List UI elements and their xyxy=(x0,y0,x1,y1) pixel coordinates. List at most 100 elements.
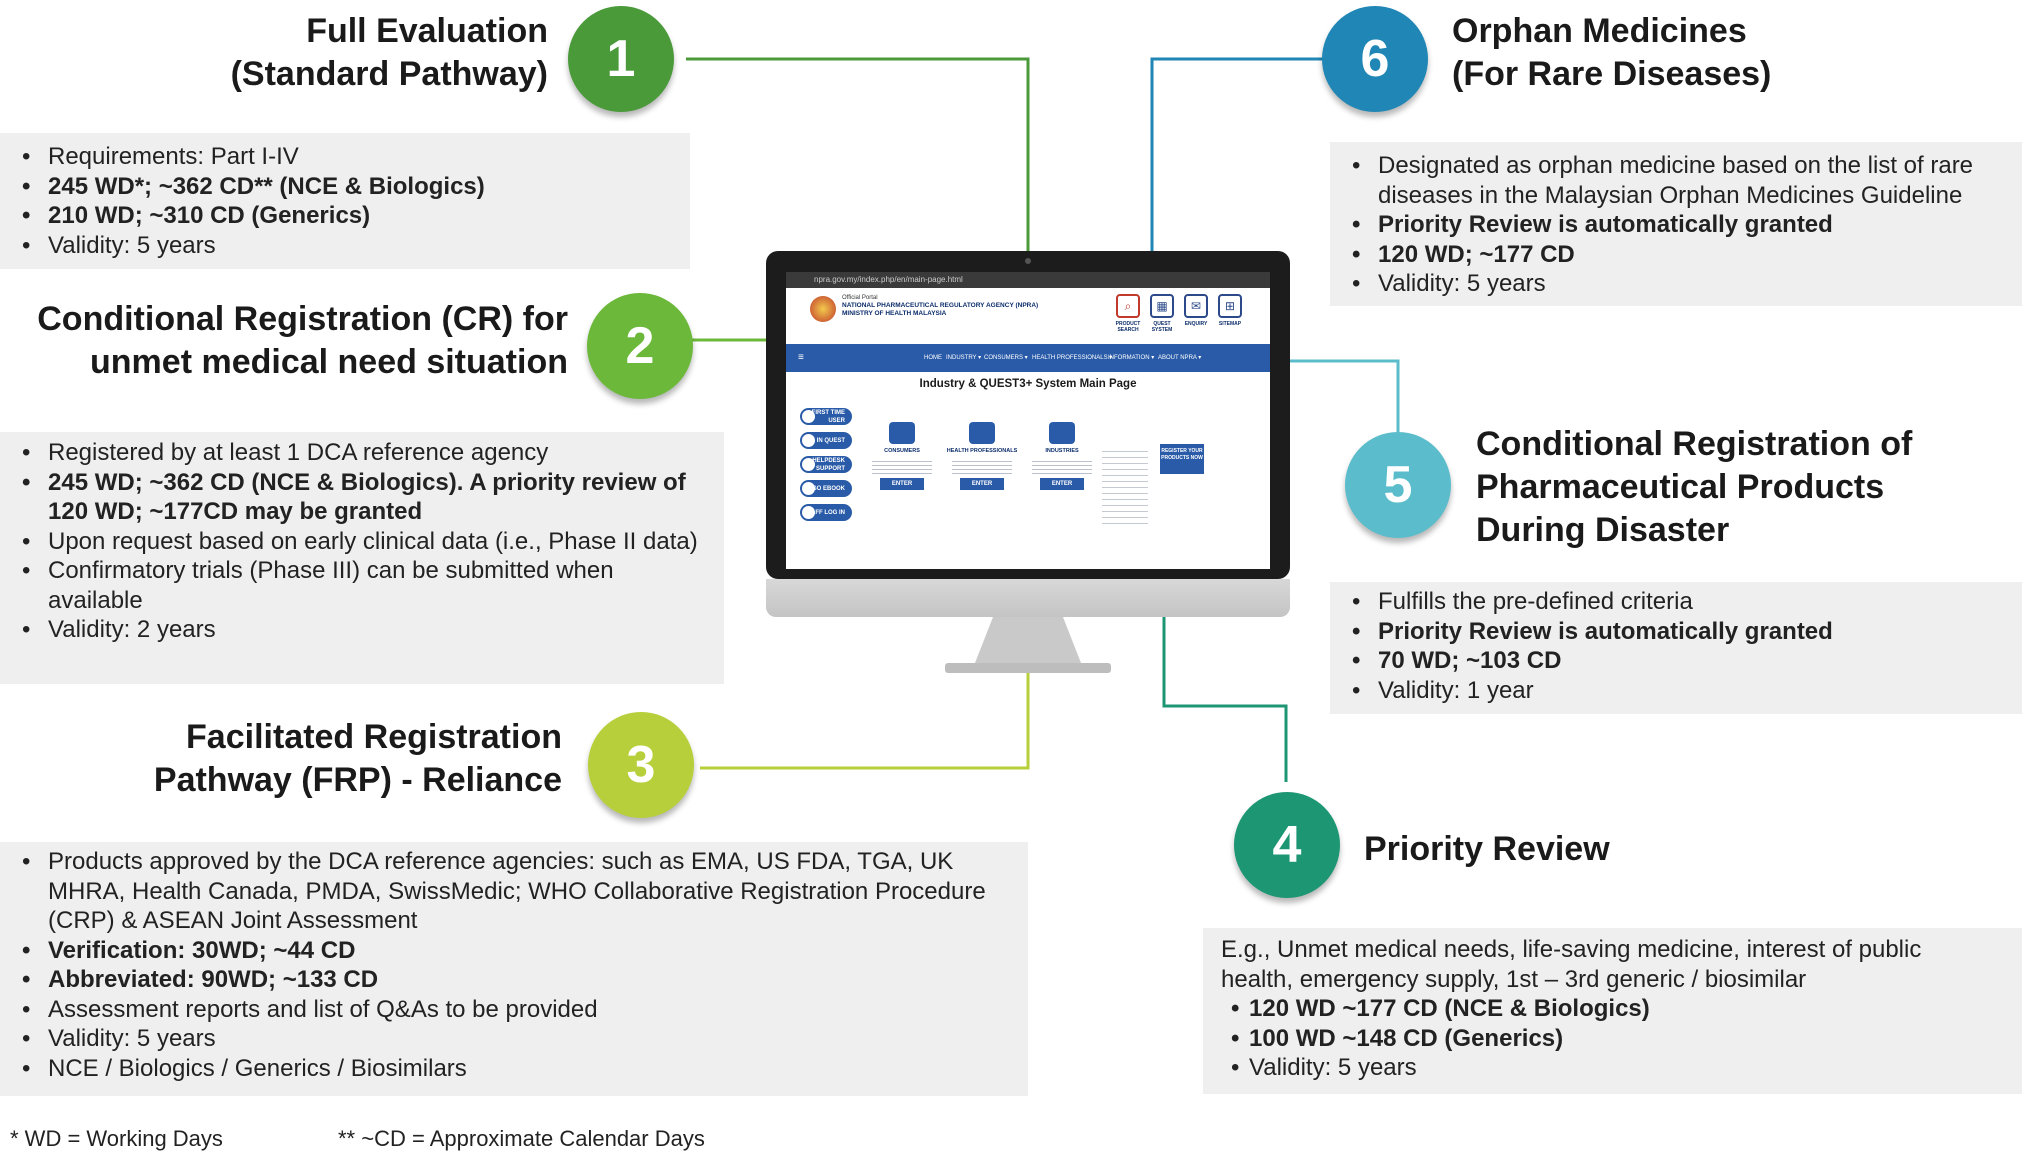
browser-url-bar: npra.gov.my/index.php/en/main-page.html xyxy=(786,272,1270,288)
industries-enter-button[interactable]: ENTER xyxy=(1040,478,1084,490)
pathway-1-item: 210 WD; ~310 CD (Generics) xyxy=(10,201,690,231)
pathway-4-item: 120 WD ~177 CD (NCE & Biologics) xyxy=(1219,994,2022,1024)
connector-5 xyxy=(1290,359,1400,432)
pathway-5-item: Fulfills the pre-defined criteria xyxy=(1340,587,2022,617)
site-header: Official Portal NATIONAL PHARMACEUTICAL … xyxy=(786,288,1270,342)
pathway-1-title: Full Evaluation (Standard Pathway) xyxy=(231,10,548,96)
pathway-1-details: Requirements: Part I-IV 245 WD*; ~362 CD… xyxy=(0,133,690,269)
staff-log-in-button[interactable]: STAFF LOG IN xyxy=(800,504,852,521)
nav-item-industry[interactable]: INDUSTRY ▾ xyxy=(946,355,982,361)
consumers-card-text xyxy=(872,458,932,474)
pathway-2-number-badge: 2 xyxy=(587,293,693,399)
pathway-5-item: 70 WD; ~103 CD xyxy=(1340,646,2022,676)
pathway-4-title: Priority Review xyxy=(1364,828,1610,871)
pathway-3-number-badge: 3 xyxy=(588,712,694,818)
agency-line-1: NATIONAL PHARMACEUTICAL REGULATORY AGENC… xyxy=(842,302,1039,309)
connector-1 xyxy=(686,57,1030,251)
pathway-4-lead-text: E.g., Unmet medical needs, life-saving m… xyxy=(1221,936,1922,993)
connector-6 xyxy=(1150,57,1324,251)
health-professionals-card-text xyxy=(952,458,1012,474)
monitor-stand xyxy=(945,617,1111,673)
pathway-5-number-badge: 5 xyxy=(1345,432,1451,538)
pathway-2-item: 245 WD; ~362 CD (NCE & Biologics). A pri… xyxy=(10,468,700,527)
pathway-5-item: Priority Review is automatically granted xyxy=(1340,617,2022,647)
pathway-1-number-badge: 1 xyxy=(568,6,674,112)
consumers-card-title: CONSUMERS xyxy=(884,448,920,454)
nav-item-about-npra[interactable]: ABOUT NPRA ▾ xyxy=(1158,355,1202,361)
pathway-2-item: Registered by at least 1 DCA reference a… xyxy=(10,438,700,468)
pathway-3-item: Validity: 5 years xyxy=(10,1024,1000,1054)
pathway-1-item: Requirements: Part I-IV xyxy=(10,142,690,172)
nav-item-consumers[interactable]: CONSUMERS ▾ xyxy=(984,355,1028,361)
pathway-6-item: 120 WD; ~177 CD xyxy=(1340,240,1980,270)
pathway-3-title-line: Facilitated Registration xyxy=(186,718,562,756)
pathway-5-title-line: Conditional Registration of xyxy=(1476,425,1913,463)
pathway-2-title-line: Conditional Registration (CR) for xyxy=(37,300,568,338)
pathway-2-item: Validity: 2 years xyxy=(10,615,700,645)
menu-icon[interactable]: ≡ xyxy=(798,352,804,363)
pathway-4-item: 100 WD ~148 CD (Generics) xyxy=(1219,1024,2022,1054)
pathway-2-details: Registered by at least 1 DCA reference a… xyxy=(0,432,724,684)
pathway-5-item: Validity: 1 year xyxy=(1340,676,2022,706)
pathway-4-title-line: Priority Review xyxy=(1364,830,1610,868)
pathway-3-item: Verification: 30WD; ~44 CD xyxy=(10,936,1000,966)
pathway-5-title-line: Pharmaceutical Products xyxy=(1476,468,1885,506)
health-professionals-card: HEALTH PROFESSIONALS ENTER xyxy=(942,422,1022,490)
register-products-button[interactable]: REGISTER YOUR PRODUCTS NOW xyxy=(1160,444,1204,474)
industries-card: INDUSTRIES ENTER xyxy=(1022,422,1102,490)
pathway-2-title: Conditional Registration (CR) for unmet … xyxy=(37,298,568,384)
nav-item-information[interactable]: INFORMATION ▾ xyxy=(1108,355,1155,361)
health-professionals-enter-button[interactable]: ENTER xyxy=(960,478,1004,490)
agency-line-2: MINISTRY OF HEALTH MALAYSIA xyxy=(842,310,947,317)
pathway-2-item: Confirmatory trials (Phase III) can be s… xyxy=(10,556,700,615)
pathway-3-item: Products approved by the DCA reference a… xyxy=(10,847,1000,936)
pathway-3-item: NCE / Biologics / Generics / Biosimilars xyxy=(10,1054,1000,1084)
pathway-3-title: Facilitated Registration Pathway (FRP) -… xyxy=(154,716,562,802)
sitemap-icon[interactable]: ⊞ xyxy=(1218,294,1242,318)
pathway-3-item: Assessment reports and list of Q&As to b… xyxy=(10,995,1000,1025)
site-nav-bar: ≡ HOME INDUSTRY ▾ CONSUMERS ▾ HEALTH PRO… xyxy=(786,344,1270,372)
enquiry-icon[interactable]: ✉ xyxy=(1184,294,1208,318)
pathway-6-title-line: (For Rare Diseases) xyxy=(1452,55,1772,93)
agency-name: Official Portal NATIONAL PHARMACEUTICAL … xyxy=(842,294,1038,318)
npra-mission-text xyxy=(1102,446,1148,526)
pathway-6-number-badge: 6 xyxy=(1322,6,1428,112)
pathway-2-title-line: unmet medical need situation xyxy=(90,343,568,381)
quest-system-icon[interactable]: ▦ xyxy=(1150,294,1174,318)
industries-icon xyxy=(1049,422,1075,444)
pathway-1-title-line: (Standard Pathway) xyxy=(230,55,548,93)
nav-item-health-professionals[interactable]: HEALTH PROFESSIONALS ▾ xyxy=(1032,355,1113,361)
health-professionals-card-title: HEALTH PROFESSIONALS xyxy=(946,448,1018,454)
first-time-user-button[interactable]: FIRST TIME USER xyxy=(800,408,852,425)
connector-4 xyxy=(1162,617,1288,782)
consumers-enter-button[interactable]: ENTER xyxy=(880,478,924,490)
enquiry-label: ENQUIRY xyxy=(1184,321,1208,327)
pathway-5-details: Fulfills the pre-defined criteria Priori… xyxy=(1330,582,2022,714)
connector-3 xyxy=(700,672,1030,770)
portal-label: Official Portal xyxy=(842,295,878,301)
pathway-1-item: 245 WD*; ~362 CD** (NCE & Biologics) xyxy=(10,172,690,202)
product-search-icon[interactable]: ⌕ xyxy=(1116,294,1140,318)
pathway-6-title-line: Orphan Medicines xyxy=(1452,12,1747,50)
pathway-6-details: Designated as orphan medicine based on t… xyxy=(1330,142,2022,306)
orgo-ebook-button[interactable]: ORGO EBOOK xyxy=(800,480,852,497)
pathway-6-item: Priority Review is automatically granted xyxy=(1340,210,1980,240)
monitor-chin xyxy=(766,579,1290,617)
pathway-4-item: Validity: 5 years xyxy=(1219,1053,2022,1083)
pathway-3-title-line: Pathway (FRP) - Reliance xyxy=(153,761,562,799)
log-in-quest-button[interactable]: LOG IN QUEST xyxy=(800,432,852,449)
pathway-3-item: Abbreviated: 90WD; ~133 CD xyxy=(10,965,1000,995)
consumers-icon xyxy=(889,422,915,444)
footnote-working-days: * WD = Working Days xyxy=(10,1126,223,1151)
consumers-card: CONSUMERS ENTER xyxy=(862,422,942,490)
quest-system-label: QUEST SYSTEM xyxy=(1151,321,1173,333)
helpdesk-support-button[interactable]: HELPDESK SUPPORT xyxy=(800,456,852,473)
pathway-1-title-line: Full Evaluation xyxy=(306,12,548,50)
npra-website-screenshot: npra.gov.my/index.php/en/main-page.html … xyxy=(786,272,1270,569)
product-search-label: PRODUCT SEARCH xyxy=(1115,321,1141,333)
webcam-icon xyxy=(1025,258,1031,264)
pathway-4-details: E.g., Unmet medical needs, life-saving m… xyxy=(1203,928,2022,1094)
industries-card-title: INDUSTRIES xyxy=(1045,448,1079,454)
nav-item-home[interactable]: HOME xyxy=(924,355,942,361)
